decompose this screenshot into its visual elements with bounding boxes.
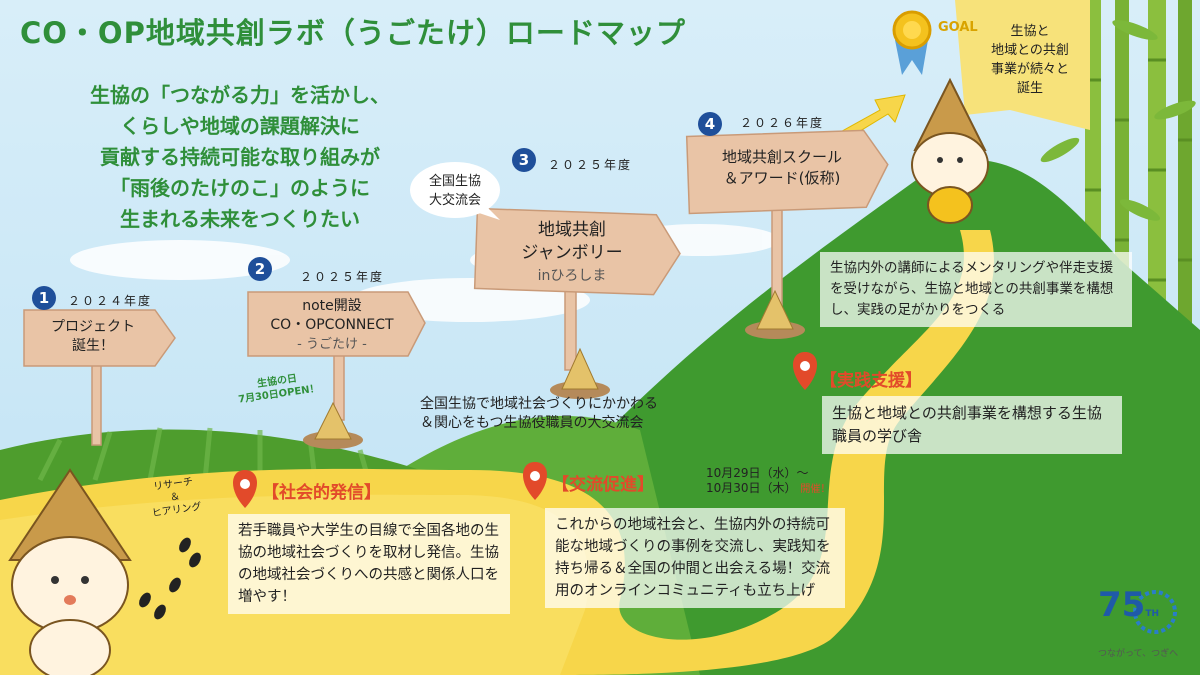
mentoring-description: 生協内外の講師によるメンタリングや伴走支援を受けながら、生協と地域との共創事業を… [820, 252, 1132, 327]
category-social-outreach: 【社会的発信】 [262, 483, 381, 503]
step-1-sign: プロジェクト 誕生！ [51, 319, 135, 354]
bamboo-shoot-mascot-left [8, 468, 132, 675]
bamboo-shoot-mascot-goal [911, 77, 989, 224]
jamboree-bubble: 全国生協 大交流会 [428, 174, 481, 208]
step-4-year: ２０２６年度 [740, 116, 825, 130]
category-practice-support: 【実践支援】 [820, 371, 922, 391]
step-2-number: 2 [248, 257, 272, 281]
step-3-year: ２０２５年度 [548, 158, 633, 172]
event-date: 10月29日（水）～ 10月30日（木） 開催！ [706, 466, 831, 495]
step-3-sign: 地域共創 ジャンボリー inひろしま [521, 220, 623, 284]
step-3-number: 3 [512, 148, 536, 172]
bamboo-shoots [303, 289, 805, 449]
75th-logo-ring [1133, 590, 1177, 634]
step-1-year: ２０２４年度 [68, 294, 153, 308]
goal-flag [955, 0, 1090, 130]
exchange-promotion-description: これからの地域社会と、生協内外の持続可能な地域づくりの事例を交流し、実践知を持ち… [545, 508, 845, 608]
gold-medal [892, 10, 932, 75]
signposts [23, 129, 889, 446]
goal-text: 生協と 地域との共創 事業が続々と 誕生 [990, 24, 1069, 96]
jamboree-description: 全国生協で地域社会づくりにかかわる ＆関心をもつ生協役職員の大交流会 [420, 396, 658, 431]
mission-statement: 生協の「つながる力」を活かし、 くらしや地域の課題解決に 貢献する持続可能な取り… [90, 83, 390, 231]
speech-bubble [410, 162, 500, 220]
step-4-number: 4 [698, 112, 722, 136]
step-2-sign: note開設 CO・OPCONNECT - うごたけ - [270, 298, 394, 352]
goal-label: GOAL [938, 20, 978, 35]
social-outreach-description: 若手職員や大学生の目線で全国各地の生協の地域社会づくりを取材し発信。生協の地域社… [228, 514, 510, 614]
step-1-number: 1 [32, 286, 56, 310]
logo-tagline: つながって、つぎへ [1098, 649, 1179, 659]
75th-logo: 75TH [1098, 585, 1159, 625]
location-pins [232, 352, 818, 508]
footprints [139, 537, 201, 620]
step-2-year: ２０２５年度 [300, 270, 385, 284]
page-title: CO・OP地域共創ラボ（うごたけ）ロードマップ [20, 16, 686, 50]
practice-support-description: 生協と地域との共創事業を構想する生協職員の学び舎 [822, 396, 1122, 454]
step-4-sign: 地域共創スクール ＆アワード(仮称) [721, 148, 842, 187]
category-exchange-promotion: 【交流促進】 [552, 475, 654, 495]
